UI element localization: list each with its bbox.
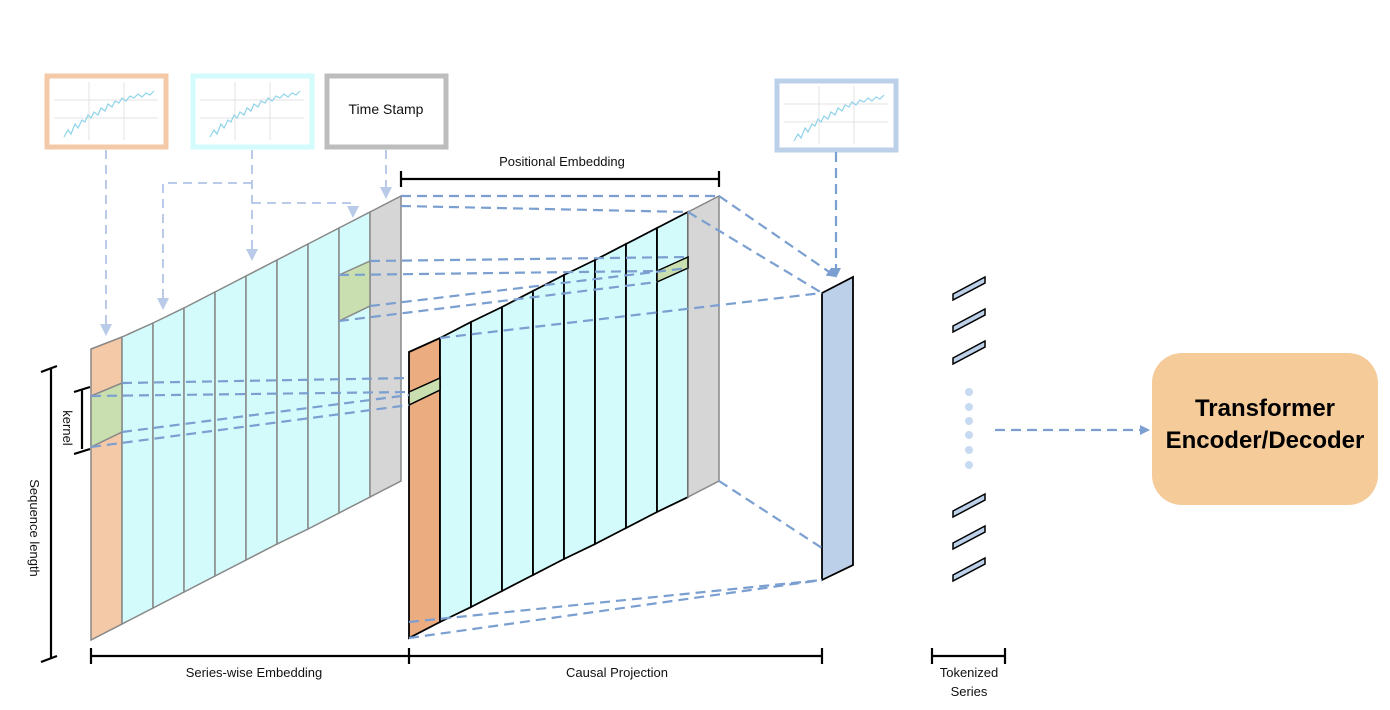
- token: [952, 275, 986, 302]
- bottom-brackets: Series-wise Embedding Causal Projection: [89, 648, 824, 680]
- sequence-length-label: Sequence length: [27, 479, 42, 577]
- kernel-bracket: kernel: [60, 385, 91, 456]
- projection-connectors: [90, 152, 1150, 640]
- ellipsis-dot: [965, 403, 973, 411]
- ellipsis-dot: [965, 446, 973, 454]
- causal-projection-block: [408, 194, 720, 640]
- ellipsis-dot: [965, 431, 973, 439]
- projected-output-slab: [821, 275, 854, 582]
- token: [952, 492, 986, 519]
- ellipsis-dot: [965, 388, 973, 396]
- tokenized-series-tokens: [952, 275, 986, 583]
- positional-embedding-label: Positional Embedding: [499, 154, 625, 169]
- transformer-label-line2: Encoder/Decoder: [1166, 427, 1365, 454]
- causal-projection-label: Causal Projection: [566, 665, 668, 680]
- blue-output-chart-icon: [774, 78, 899, 153]
- tokenized-series-label-line1: Tokenized: [940, 665, 999, 680]
- token: [952, 307, 986, 334]
- series-wise-embedding-block: [90, 194, 402, 642]
- series-wise-embedding-label: Series-wise Embedding: [186, 665, 323, 680]
- transformer-label-line1: Transformer: [1195, 395, 1335, 422]
- tokenized-series-label-line2: Series: [951, 684, 988, 699]
- causal-slice-left: [408, 376, 441, 407]
- kernel-label: kernel: [60, 410, 75, 446]
- token: [952, 524, 986, 551]
- input-arrows: [100, 150, 392, 336]
- token: [952, 556, 986, 583]
- transformer-encoder-decoder-box: Transformer Encoder/Decoder: [1152, 353, 1378, 505]
- sequence-length-bracket: Sequence length: [27, 364, 58, 664]
- time-stamp-label: Time Stamp: [349, 101, 424, 117]
- ellipsis-dot: [965, 417, 973, 425]
- orange-series-chart-icon: [44, 73, 169, 150]
- tokenized-series-bracket: Tokenized Series: [930, 648, 1007, 699]
- token: [952, 339, 986, 366]
- cyan-series-chart-icon: [190, 73, 315, 150]
- time-stamp-box: Time Stamp: [324, 73, 449, 150]
- ellipsis-dot: [965, 461, 973, 469]
- positional-embedding-bracket: Positional Embedding: [399, 154, 721, 187]
